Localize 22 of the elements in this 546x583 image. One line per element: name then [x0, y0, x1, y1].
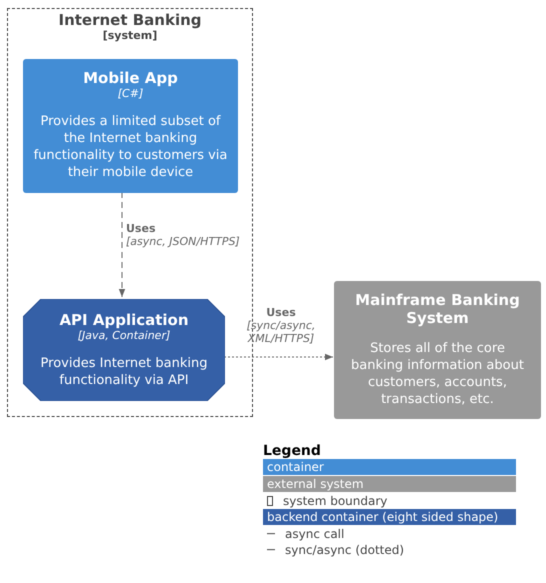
legend-swatch: backend container (eight sided shape): [263, 509, 516, 526]
legend-title: Legend: [263, 444, 322, 460]
legend-swatch: container: [263, 459, 516, 476]
node-description: Provides a limited subset of the Internet banking functionality to customers via their mobile device: [32, 114, 228, 182]
node-description: Provides Internet banking functionality via API: [40, 356, 208, 390]
node-title: Mainframe Banking System: [354, 291, 521, 327]
edge-label: Uses [sync/async, XML/HTTPS]: [246, 306, 316, 346]
boundary-title: Internet Banking: [58, 11, 202, 29]
node-title: Mobile App: [83, 69, 178, 87]
edge-label: Uses [async, JSON/HTTPS]: [126, 222, 241, 248]
legend-swatch: external system: [263, 476, 516, 492]
container-box: [23, 59, 238, 193]
legend-text: sync/async (dotted): [285, 543, 404, 558]
node-title: API Application: [59, 311, 189, 329]
technology-label: [Java, Container]: [78, 329, 170, 342]
node-description: Stores all of the core banking information about customers, accounts, transactions, etc.: [350, 341, 525, 409]
arrow: [118, 192, 126, 298]
external-system-box: [334, 281, 541, 419]
legend-text: system boundary: [283, 494, 388, 508]
legend-text: async call: [285, 527, 344, 542]
boundary-type: [system]: [102, 29, 158, 42]
technology-label: [C#]: [118, 87, 144, 100]
